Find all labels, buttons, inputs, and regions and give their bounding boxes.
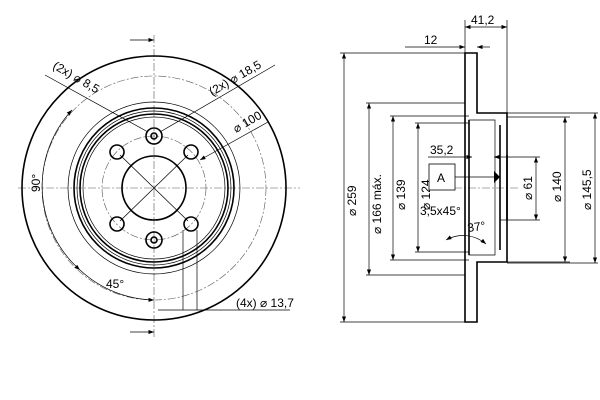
dim-chamfer: 3,5x45° — [420, 204, 461, 218]
datum-label: A — [437, 171, 445, 185]
side-view: 41,2 12 ⌀ 259 ⌀ 166 máx. ⌀ 139 ⌀ 124 35,… — [340, 13, 598, 323]
dim-d145: ⌀ 145,5 — [580, 169, 594, 210]
dim-thickness: 12 — [424, 33, 438, 47]
center-bore — [121, 155, 187, 221]
bolt-holes — [109, 127, 199, 249]
datum-box — [428, 163, 456, 191]
label-bolt-holes: (4x) ⌀ 13,7 — [236, 296, 294, 310]
label-angle-90: 90° — [29, 174, 43, 192]
dim-angle-37: 37° — [466, 219, 486, 235]
label-angle-45: 45° — [106, 277, 124, 291]
label-hole-small: (2x) ⌀ 8,5 — [51, 58, 103, 96]
dim-hat-depth: 35,2 — [430, 143, 454, 157]
front-view: (2x) ⌀ 8,5 (2x) ⌀ 18,5 ⌀ 100 90° 45° (4x… — [18, 35, 300, 338]
label-hole-large: (2x) ⌀ 18,5 — [207, 57, 264, 98]
dim-d140: ⌀ 140 — [550, 171, 564, 202]
disc-outer-edge — [21, 55, 287, 321]
dim-total-height: 41,2 — [471, 13, 495, 27]
dim-d61: ⌀ 61 — [521, 176, 535, 200]
label-pcd: ⌀ 100 — [231, 108, 265, 136]
dim-d166: ⌀ 166 máx. — [370, 174, 384, 234]
dim-d139: ⌀ 139 — [394, 179, 408, 210]
dim-d259: ⌀ 259 — [345, 185, 359, 216]
